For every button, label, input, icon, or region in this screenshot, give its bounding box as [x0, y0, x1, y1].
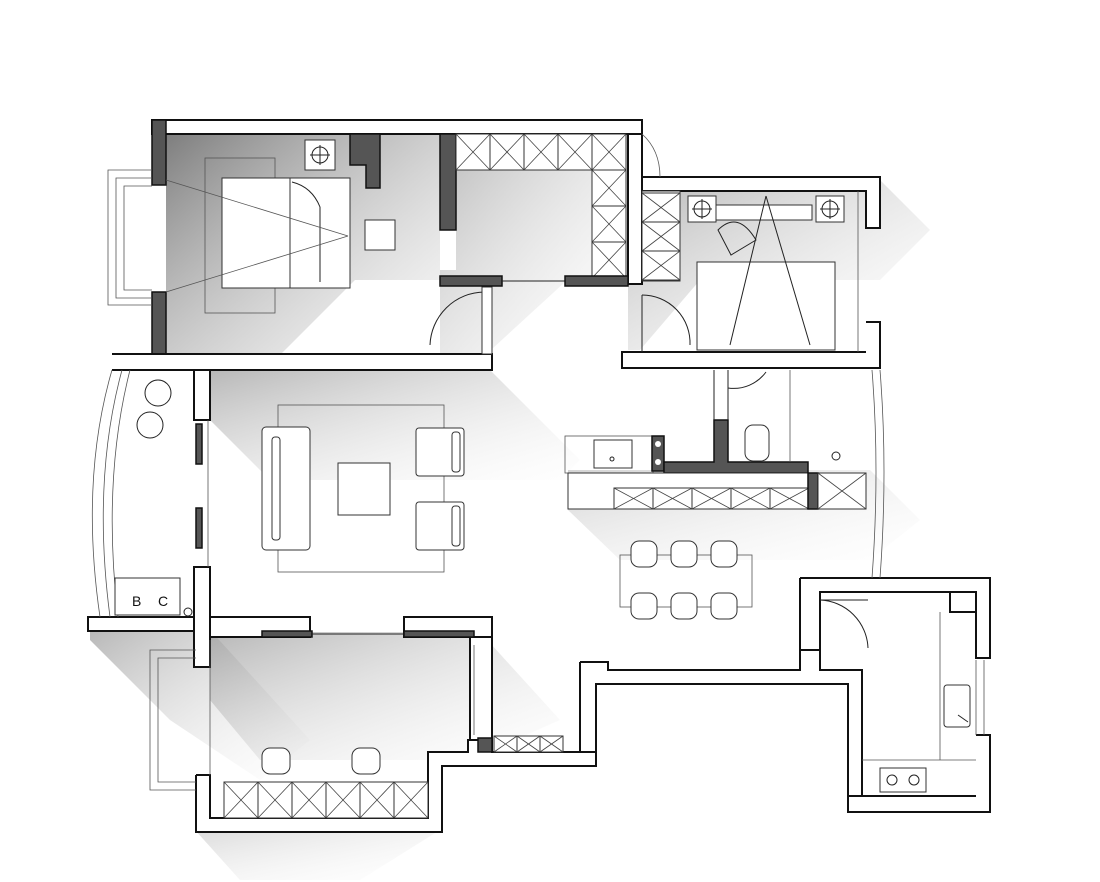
closet-top — [455, 133, 627, 279]
partition-column — [807, 472, 819, 510]
cabinet-row-bottom — [223, 735, 564, 819]
bathroom — [564, 370, 841, 474]
meter-label-b: B — [132, 593, 141, 609]
bedroom-1 — [165, 133, 493, 355]
balconies — [91, 133, 985, 791]
dining-chair — [670, 592, 698, 620]
dining-chair — [630, 540, 658, 568]
dining-chair — [710, 540, 738, 568]
study-room — [209, 640, 475, 775]
dining-chair — [630, 592, 658, 620]
dining-chair — [710, 592, 738, 620]
meter-label-c: C — [158, 593, 168, 609]
kitchen — [819, 599, 976, 793]
exterior-walls — [87, 119, 991, 833]
dining-chair — [670, 540, 698, 568]
column-block — [477, 737, 493, 753]
dining-area — [619, 540, 753, 620]
living-room: B C — [114, 379, 475, 638]
cabinet-row-mid — [567, 472, 867, 510]
bedroom-2 — [641, 190, 859, 352]
sliding-door — [439, 275, 629, 287]
